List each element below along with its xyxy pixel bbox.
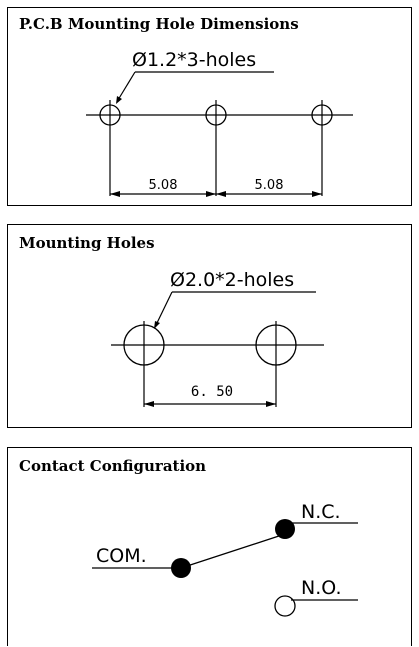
- pcb-dim-arrow-3: [216, 191, 226, 197]
- pcb-panel-title: P.C.B Mounting Hole Dimensions: [19, 15, 299, 33]
- contact-config-drawing: Contact Configuration COM. N.C. N.O.: [19, 457, 358, 617]
- mounting-leader-line: [155, 291, 173, 326]
- no-label: N.O.: [301, 577, 341, 599]
- pcb-hole-label: Ø1.2*3-holes: [132, 49, 256, 71]
- mounting-holes-drawing: Mounting Holes Ø2.0*2-holes 6. 50: [19, 234, 324, 407]
- mounting-panel-title: Mounting Holes: [19, 234, 155, 252]
- pcb-leader-arrow: [116, 96, 122, 104]
- mounting-leader-arrow: [154, 321, 160, 329]
- mounting-dim-label: 6. 50: [191, 384, 233, 400]
- mounting-holes-panel: Mounting Holes Ø2.0*2-holes 6. 50: [7, 224, 412, 428]
- pcb-dim-arrow-4: [312, 191, 322, 197]
- mounting-dim-arrow-2: [266, 401, 276, 407]
- com-label: COM.: [96, 545, 147, 567]
- mounting-dim-arrow-1: [144, 401, 154, 407]
- pcb-hole-drawing: P.C.B Mounting Hole Dimensions Ø1.2*3-ho…: [19, 15, 353, 197]
- nc-terminal: [275, 519, 295, 539]
- nc-label: N.C.: [301, 501, 341, 523]
- pcb-hole-panel: P.C.B Mounting Hole Dimensions Ø1.2*3-ho…: [7, 7, 412, 206]
- pcb-dim-label-left: 5.08: [149, 178, 178, 193]
- contact-config-panel: Contact Configuration COM. N.C. N.O.: [7, 447, 412, 646]
- pcb-dim-label-right: 5.08: [255, 178, 284, 193]
- no-terminal: [274, 595, 296, 617]
- mounting-hole-label: Ø2.0*2-holes: [170, 269, 294, 291]
- pcb-dim-arrow-2: [206, 191, 216, 197]
- contact-panel-title: Contact Configuration: [19, 457, 206, 475]
- pcb-dim-arrow-1: [110, 191, 120, 197]
- switch-arm: [180, 533, 286, 569]
- pcb-leader-line: [117, 71, 136, 101]
